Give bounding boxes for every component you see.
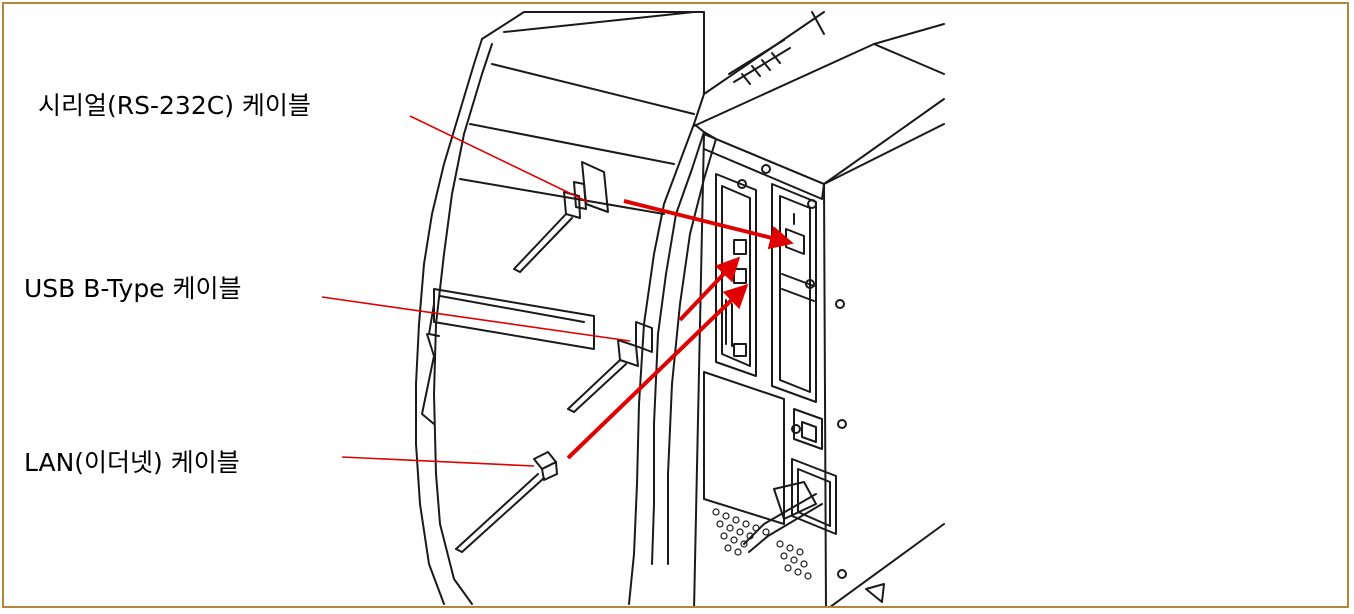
- lan-cable: [455, 451, 558, 553]
- printer-line-drawing: [321, 11, 945, 606]
- serial-option-board: [771, 183, 817, 403]
- power-area: [703, 371, 837, 580]
- printer-side: [823, 98, 945, 606]
- interface-board: [715, 173, 757, 377]
- serial-cable-label: 시리얼(RS-232C) 케이블: [38, 91, 311, 120]
- rear-panel: [693, 23, 945, 606]
- usb-cable-label: USB B-Type 케이블: [24, 274, 242, 303]
- usb-leader-line: [321, 296, 631, 342]
- printer-cover: [415, 11, 717, 605]
- serial-arrow: [623, 199, 794, 250]
- lan-arrow: [566, 283, 749, 460]
- serial-cable: [513, 161, 609, 273]
- lan-cable-label: LAN(이더넷) 케이블: [24, 448, 240, 477]
- top-hinge: [703, 11, 825, 95]
- serial-leader-line: [409, 115, 589, 203]
- lan-leader-line: [341, 456, 535, 467]
- usb-cable: [567, 321, 653, 413]
- usb-arrow: [678, 256, 741, 322]
